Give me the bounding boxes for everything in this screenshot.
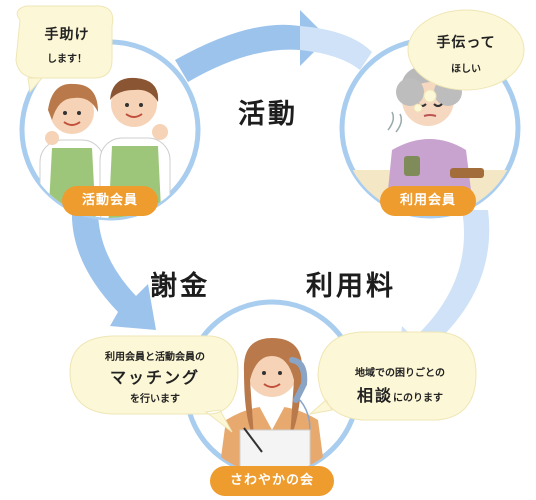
bubble-users (407, 9, 525, 113)
org-right-line2: 相談にのります (330, 382, 470, 406)
org-left-line2: マッチング (109, 368, 200, 387)
org-left-line3: を行います (130, 394, 180, 405)
users-pill: 利用会員 (380, 186, 476, 216)
arrow-top (175, 10, 328, 82)
bubble-org-right (308, 331, 477, 421)
org-right-line2-big: 相談 (356, 386, 393, 405)
bubble-helpers (15, 5, 114, 94)
helpers-pill: 活動会員 (62, 186, 158, 216)
helpers-bubble-line1: 手助け (44, 27, 90, 43)
org-left-line1: 利用会員と活動会員の (105, 352, 205, 363)
right-label: 利用料 (306, 271, 396, 302)
left-label: 謝金 (150, 271, 210, 302)
org-illustration (218, 338, 326, 474)
bubble-org-left (69, 335, 239, 433)
org-pill: さわやかの会 (210, 466, 334, 496)
center-label: 活動 (238, 99, 298, 130)
arrow-top-tail (300, 26, 372, 70)
helpers-bubble-line2: します！ (47, 54, 87, 65)
users-bubble-line1: 手伝って (436, 35, 496, 51)
arrow-left (71, 210, 156, 330)
users-bubble-line2: ほしい (451, 64, 481, 75)
org-right-line2-small: にのります (393, 393, 443, 404)
arrow-right (398, 210, 490, 368)
org-right-line1: 地域での困りごとの (355, 368, 445, 379)
